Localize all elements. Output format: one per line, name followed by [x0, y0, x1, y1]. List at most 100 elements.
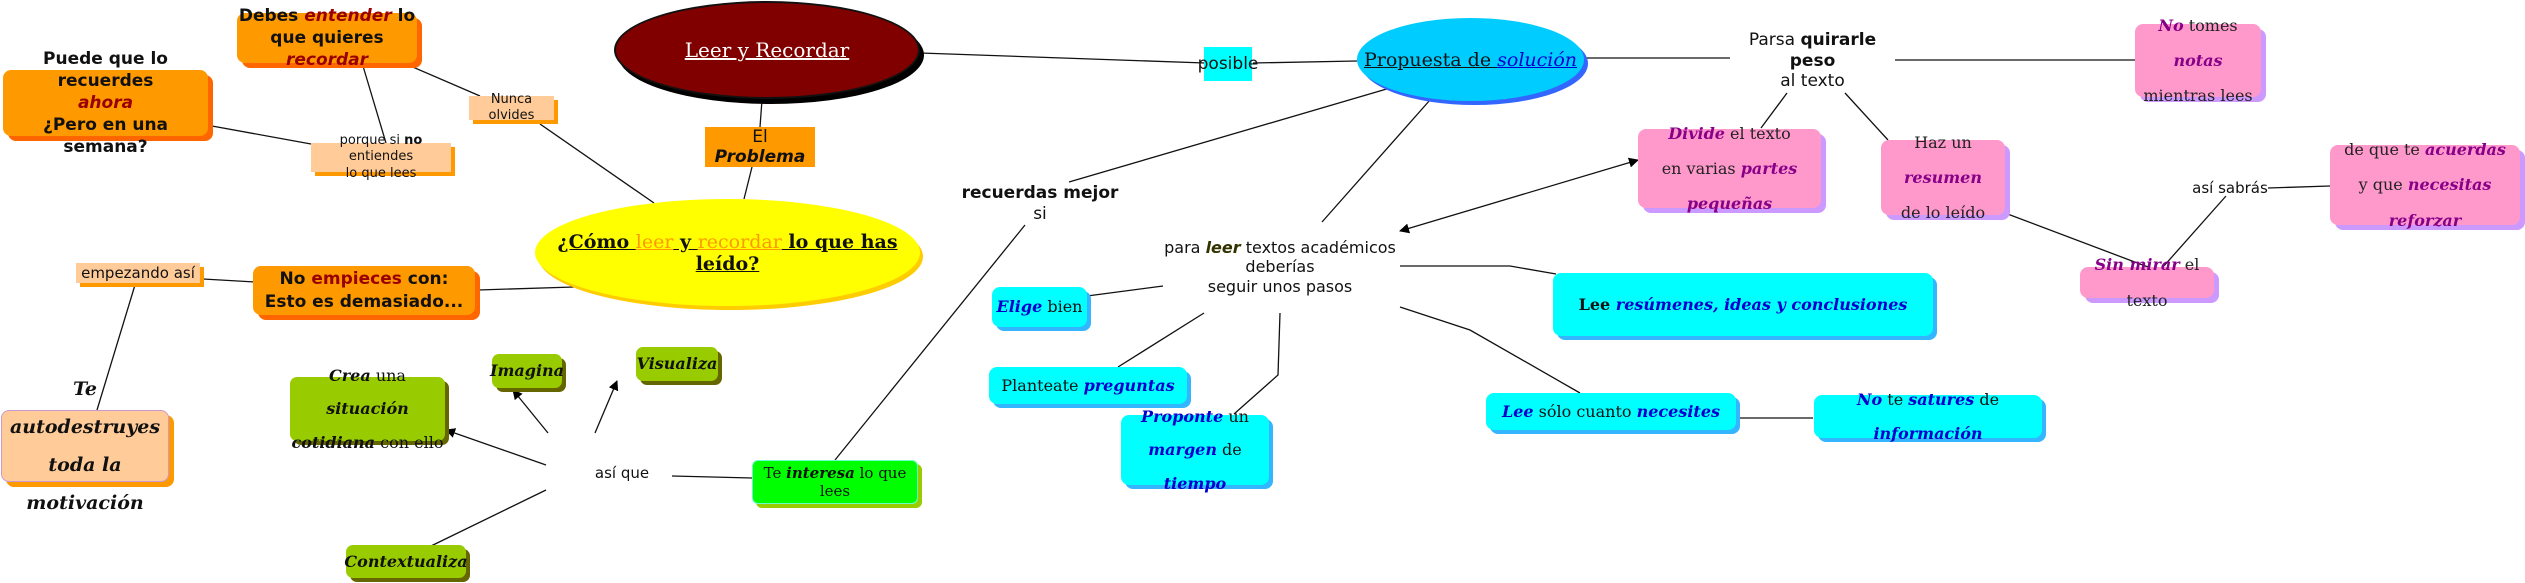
text-segment: de lo leído	[1900, 203, 1986, 223]
link-paraleer-to-planteate	[1117, 312, 1205, 368]
node-text: Te interesa lo que lees	[753, 464, 917, 500]
link-asique-to-contextualiza	[430, 489, 547, 547]
text-segment: entender	[304, 5, 392, 26]
link-divide-to-paraleer	[1399, 157, 1639, 234]
text-segment: Crea	[329, 365, 371, 385]
node-text: Lee resúmenes, ideas y conclusiones	[1579, 288, 1908, 322]
text-segment: preguntas	[1083, 375, 1175, 395]
text-segment: toda la motivación	[26, 454, 144, 514]
text-segment: de	[1216, 440, 1242, 460]
node-elige-bien[interactable]: Elige bien	[992, 287, 1087, 327]
node-text: No empieces con:Esto es demasiado...	[265, 268, 464, 312]
node-nunca-olvides[interactable]: Nunca olvides	[469, 92, 554, 123]
node-sin-mirar[interactable]: Sin mirar el texto	[2080, 255, 2214, 310]
node-visualiza[interactable]: Visualiza	[636, 347, 718, 381]
text-segment: Leer y Recordar	[684, 38, 850, 62]
text-segment: margen	[1148, 440, 1217, 460]
link-asique-to-crea	[445, 428, 547, 466]
text-segment: te	[1882, 389, 1909, 409]
text-segment: el texto	[2126, 255, 2200, 310]
node-contextualiza[interactable]: Contextualiza	[344, 545, 468, 578]
text-segment: y	[673, 230, 698, 253]
text-segment: Te	[763, 464, 787, 482]
link-interesa-to-recuerdas	[834, 224, 1026, 461]
text-segment: Elige	[996, 297, 1043, 317]
node-empezando-asi[interactable]: empezando así	[76, 263, 200, 283]
text-segment: Sin mirar	[2094, 255, 2180, 275]
text-segment: Lee	[1578, 294, 1616, 314]
main-topic-leer-y-recordar[interactable]: Leer y Recordar	[614, 1, 920, 99]
node-text: Sin mirar el texto	[2080, 247, 2214, 317]
node-text: Leer y Recordar	[685, 38, 850, 62]
link-leer-to-posible	[919, 52, 1206, 64]
node-planteate-preguntas[interactable]: Planteate preguntas	[989, 367, 1187, 404]
text-segment: No	[279, 269, 312, 290]
text-segment: lo	[391, 5, 416, 26]
node-lee-resumenes[interactable]: Lee resúmenes, ideas y conclusiones	[1553, 273, 1933, 336]
node-te-interesa[interactable]: Te interesa lo que lees	[752, 460, 918, 504]
link-paraleer-to-leeresumenes	[1400, 265, 1557, 275]
text-segment: textos académicos	[1240, 237, 1396, 257]
node-text: así sabrás	[2192, 179, 2268, 197]
node-el-problema[interactable]: El Problema	[705, 127, 815, 167]
text-segment: leer	[1205, 237, 1241, 257]
text-segment: Visualiza	[636, 354, 718, 374]
node-lee-solo-cuanto[interactable]: Lee sólo cuanto necesites	[1486, 393, 1736, 430]
text-segment: de	[1974, 389, 2000, 409]
question-topic-como-leer[interactable]: ¿Cómo leer y recordar lo que has leído?	[535, 199, 920, 306]
node-text: Elige bien	[997, 290, 1083, 324]
text-segment: resumen	[1904, 167, 1982, 187]
text-segment: tomes	[2183, 15, 2238, 35]
text-segment: para	[1164, 237, 1206, 257]
text-segment: con:	[401, 269, 449, 290]
node-no-satures[interactable]: No te satures de información	[1814, 390, 2042, 443]
link-propuesta-to-paraleer	[1321, 99, 1431, 223]
link-como-to-noempieces	[477, 286, 575, 291]
text-segment: recordar	[697, 230, 782, 253]
text-segment: sólo cuanto	[1533, 401, 1637, 421]
text-segment: ¿Pero en una semana?	[42, 115, 169, 158]
link-parsa-to-hazresumen	[1844, 92, 1889, 141]
text-segment: necesites	[1636, 401, 1721, 421]
text-segment: Lee	[1501, 401, 1534, 421]
link-paraleer-to-leesolo	[1399, 306, 1581, 394]
text-segment: Parsa	[1748, 29, 1801, 50]
text-segment: necesitas reforzar	[2388, 175, 2492, 230]
link-porque-to-puede	[211, 125, 312, 145]
text-segment: una	[370, 365, 406, 385]
node-no-empieces[interactable]: No empieces con:Esto es demasiado...	[253, 266, 475, 315]
node-text: empezando así	[81, 264, 195, 283]
link-problema-to-como	[743, 166, 753, 200]
text-segment: Puede que lo recuerdes	[43, 48, 168, 91]
node-text: Imagina	[490, 354, 564, 388]
node-imagina[interactable]: Imagina	[490, 354, 564, 388]
text-segment: el texto	[1724, 123, 1791, 143]
text-segment: Planteate	[1001, 375, 1084, 395]
text-segment: seguir unos pasos	[1207, 276, 1353, 296]
link-asique-to-imagina	[512, 389, 549, 434]
text-segment: Nunca olvides	[488, 91, 535, 123]
text-segment: bien	[1042, 297, 1083, 317]
text-segment: empezando así	[81, 263, 195, 282]
link-debes-to-porque	[362, 65, 387, 144]
text-segment: resúmenes, ideas y conclusiones	[1615, 294, 1908, 314]
solution-topic-propuesta[interactable]: Propuesta de solución	[1357, 18, 1584, 101]
